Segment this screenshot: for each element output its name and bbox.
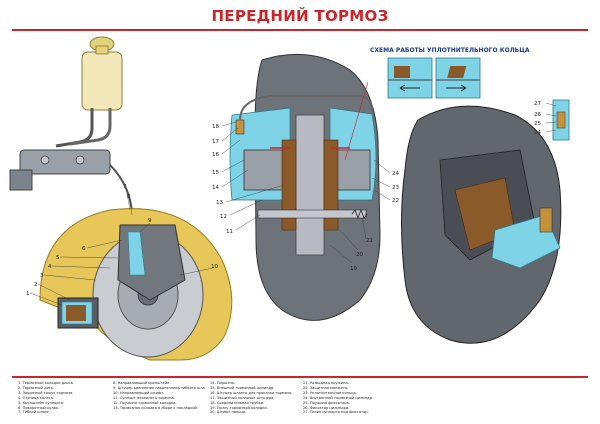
callout-2: 2 [34, 282, 38, 288]
callout-9: 9 [148, 218, 152, 224]
fluid-reservoir [81, 51, 123, 111]
connecting-tube [239, 95, 373, 121]
legend-column-2: 8. Направляющий кронштейн. 9. Штуцер кре… [113, 381, 205, 410]
callout-21: 21 [366, 238, 373, 244]
left-pad [66, 305, 86, 321]
callout-6: 6 [82, 246, 86, 252]
callout-5: 5 [56, 255, 60, 261]
callout-24-center: 24 [392, 171, 399, 177]
legend-column-4: 21. Разводная пружина. 22. Защитная манж… [303, 381, 373, 415]
title-divider [12, 29, 588, 31]
callout-14: 14 [212, 185, 219, 191]
callout-23: 23 [392, 185, 399, 191]
callout-12: 12 [220, 214, 227, 220]
callout-26: 26 [534, 112, 541, 118]
poster-title: ПЕРЕДНИЙ ТОРМОЗ [211, 7, 389, 25]
left-assembly: 1 2 3 4 5 6 7 8 9 10 [9, 36, 233, 361]
callout-11: 11 [226, 229, 233, 235]
legend-column-1: 1. Тормозные колодки диска. 2. Тормозной… [18, 381, 74, 415]
bleeder-cap [235, 119, 245, 135]
callout-7: 7 [123, 184, 127, 190]
callout-10: 10 [211, 264, 218, 270]
legend-column-3: 14. Поршень. 15. Внешний тормозной цилин… [210, 381, 293, 415]
callout-8: 8 [127, 194, 131, 200]
pad-pin [257, 209, 367, 219]
arrow-left-icon [399, 84, 420, 92]
callout-1: 1 [26, 291, 30, 297]
arrow-right-icon [446, 84, 467, 92]
callout-24-right: 24 [534, 130, 541, 136]
inner-piston [333, 149, 371, 191]
callout-17: 17 [212, 139, 219, 145]
callout-19: 19 [350, 266, 357, 272]
center-disc [295, 114, 325, 256]
callout-4: 4 [48, 264, 52, 270]
brake-line [109, 164, 136, 226]
callout-25: 25 [534, 121, 541, 127]
callout-22: 22 [392, 198, 399, 204]
inner-pad [323, 139, 339, 231]
spreader-spring [351, 208, 368, 220]
center-caliper-section: 11 12 13 14 15 16 17 18 19 20 21 22 23 2… [212, 53, 399, 321]
legend-divider [12, 376, 588, 378]
schema-title: СХЕМА РАБОТЫ УПЛОТНИТЕЛЬНОГО КОЛЬЦА [370, 47, 530, 54]
sealing-ring-schema: СХЕМА РАБОТЫ УПЛОТНИТЕЛЬНОГО КОЛЬЦА [370, 47, 530, 99]
callout-20: 20 [356, 252, 363, 258]
callout-13: 13 [216, 200, 223, 206]
callout-27: 27 [534, 101, 541, 107]
right-fixator [539, 207, 553, 233]
master-cylinder [19, 149, 111, 175]
callout-15: 15 [212, 170, 219, 176]
outer-piston [243, 149, 285, 191]
callout-18: 18 [212, 124, 219, 130]
callout-16: 16 [212, 152, 219, 158]
outer-pad [281, 139, 297, 231]
right-caliper: 27 26 25 24 [401, 99, 570, 344]
callout-3: 3 [40, 273, 44, 279]
